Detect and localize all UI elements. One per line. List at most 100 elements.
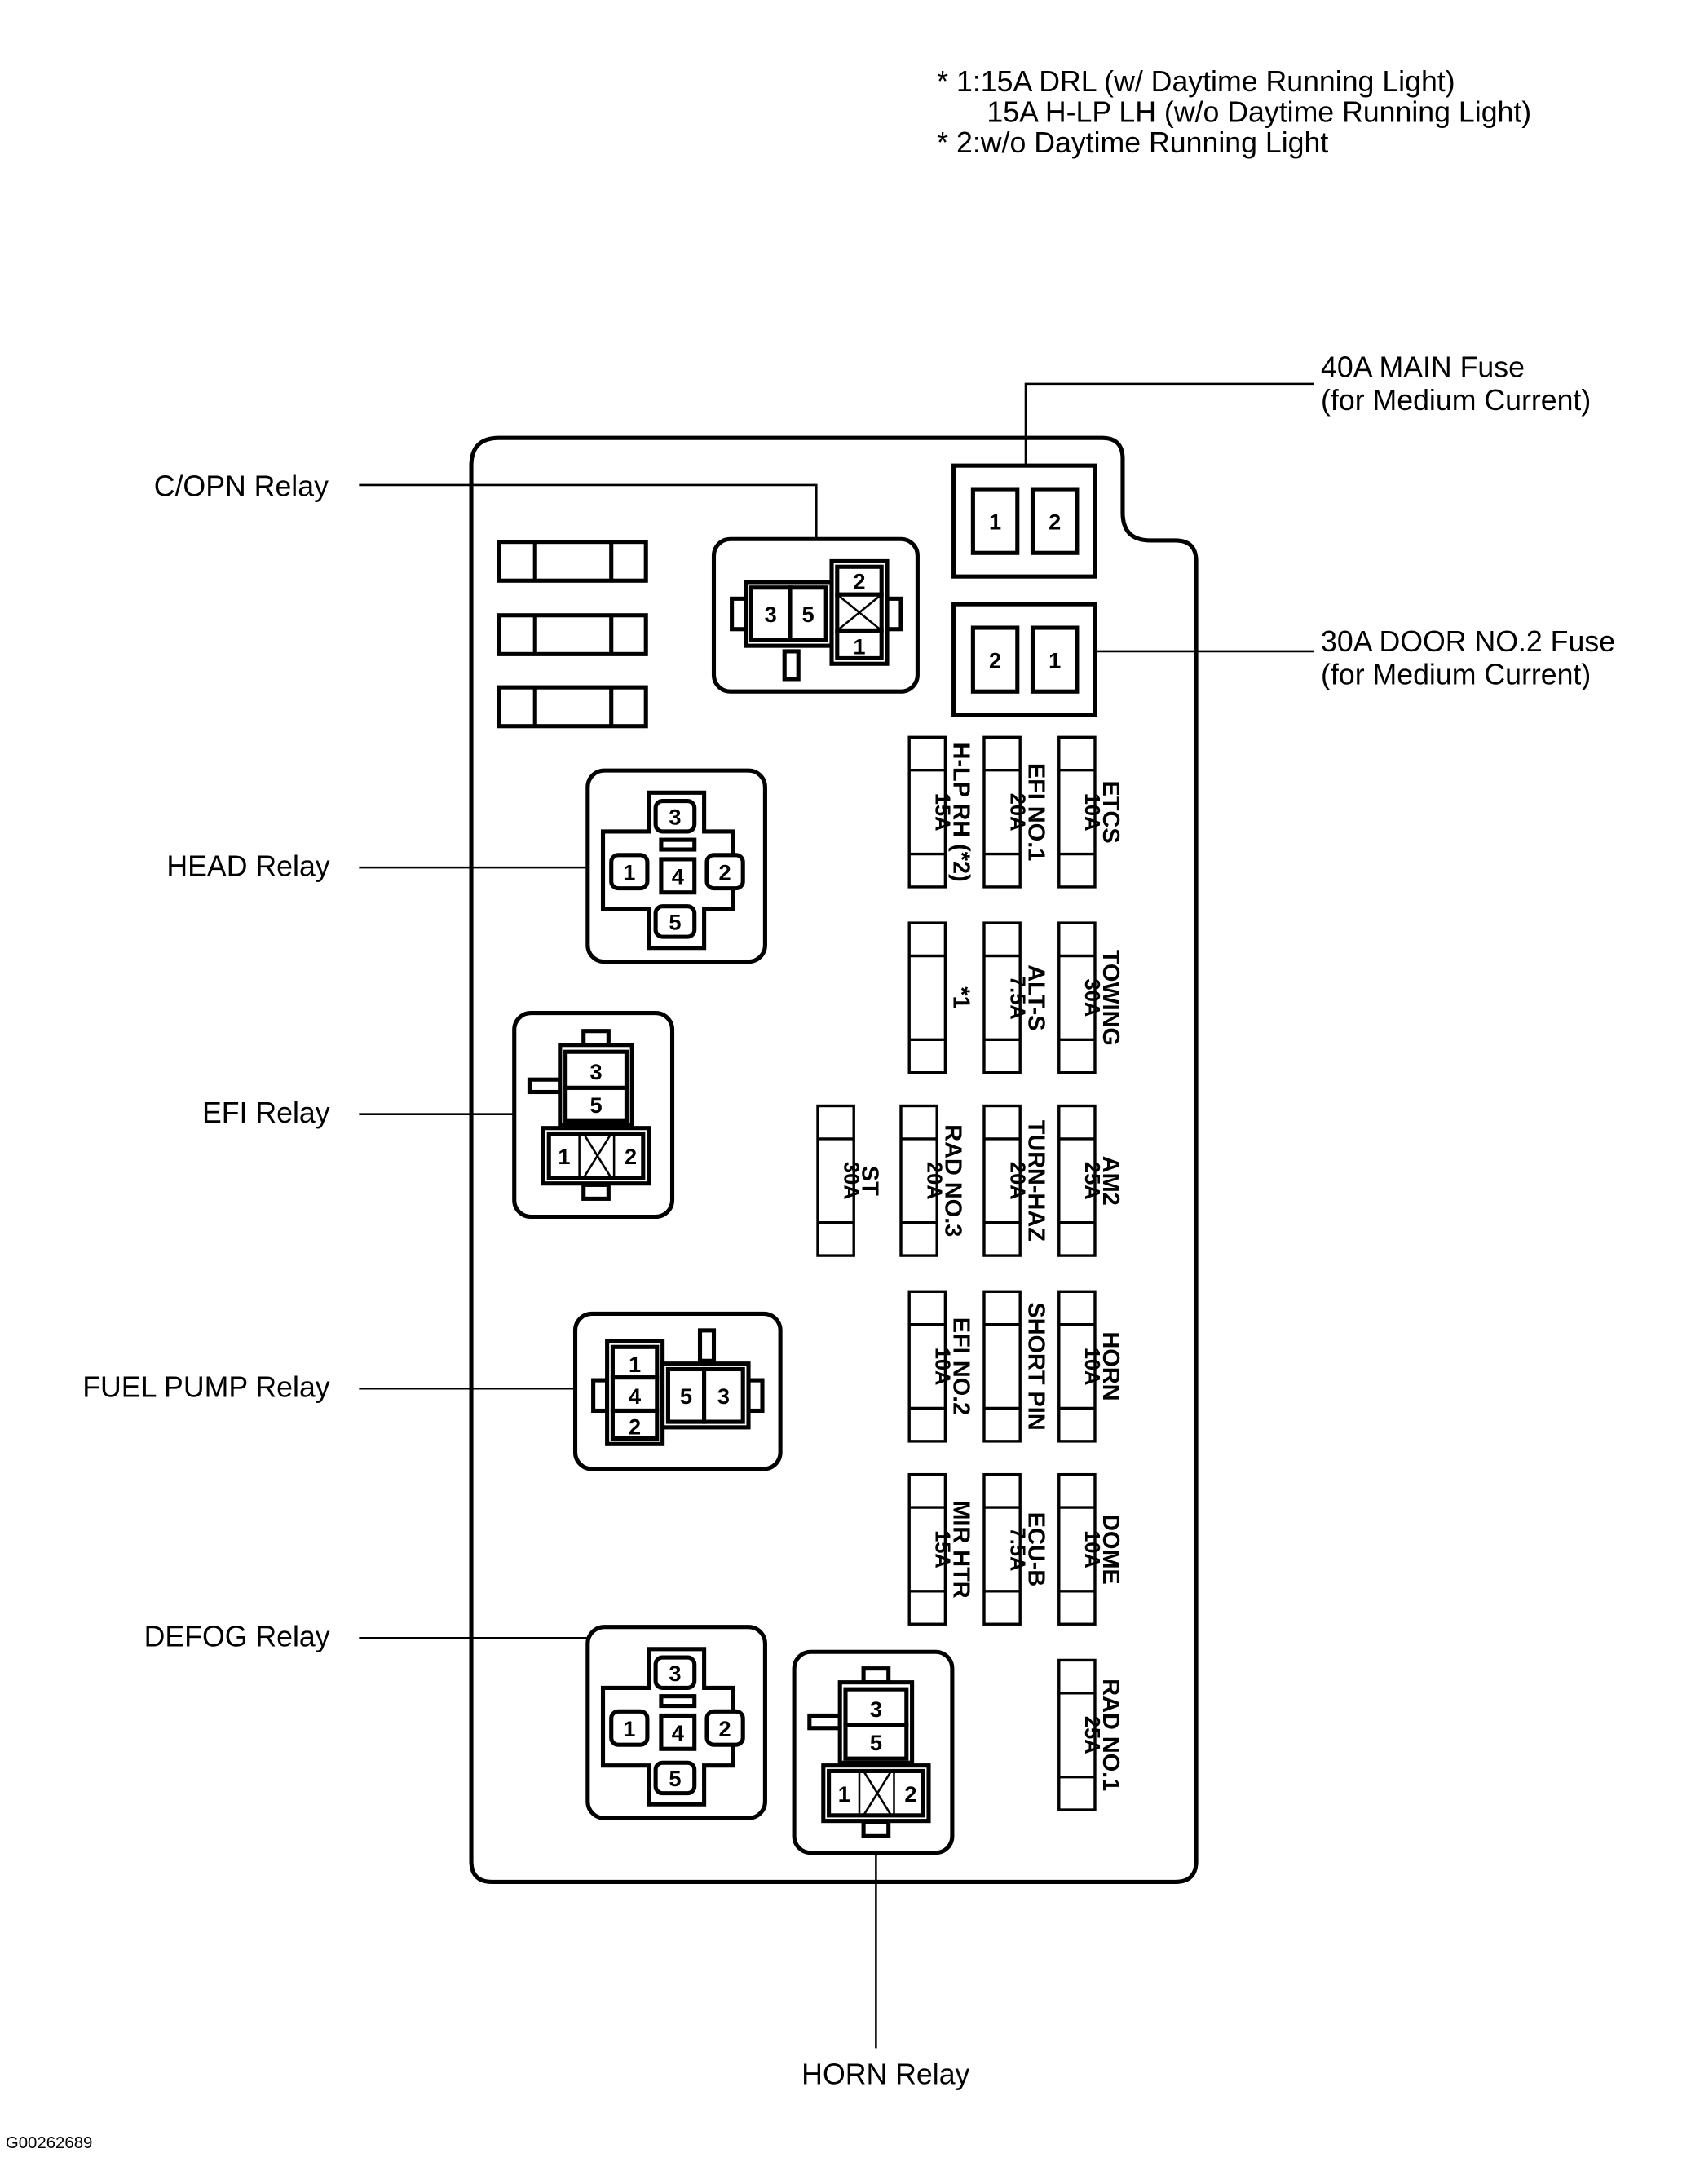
main-fuse-leader [1024,382,1314,466]
svg-text:1: 1 [629,1352,641,1377]
note-1: * 1:15A DRL (w/ Daytime Running Light) [937,65,1455,98]
svg-text:3: 3 [669,804,681,829]
fuse-name: DOME [1097,1514,1124,1585]
fuse-amp: 20A [1005,793,1028,832]
fuse-name: EFI NO.1 [1022,763,1049,861]
copn-relay-label: C/OPN Relay [154,470,329,503]
svg-text:2: 2 [853,568,865,593]
fuse-name: TOWING [1097,950,1124,1046]
svg-text:2: 2 [719,1716,731,1741]
svg-text:5: 5 [669,1766,681,1791]
fuse-name: ST [856,1166,882,1196]
fuse-name: H-LP RH (*2) [948,743,974,882]
svg-text:3: 3 [669,1661,681,1686]
note-2: 15A H-LP LH (w/o Daytime Running Light) [987,96,1531,129]
fuse-name: RAD NO.3 [939,1124,965,1237]
fuse-amp: 10A [1080,1348,1103,1386]
main-fuse: 1 2 [951,463,1097,579]
fuse-amp: 10A [1080,1530,1103,1569]
fuse-name: *1 [948,986,974,1008]
defog-relay-label: DEFOG Relay [144,1620,330,1652]
head-relay-label: HEAD Relay [166,849,329,882]
fuse-name: ETCS [1097,781,1124,844]
efi-relay-label: EFI Relay [202,1096,330,1129]
svg-text:1: 1 [1049,647,1061,673]
fuse-name: ALT-S [1022,964,1049,1030]
svg-text:3: 3 [765,602,777,627]
main-fuse-sublabel: (for Medium Current) [1321,384,1591,417]
horn-relay: 3 5 1 2 [792,1649,955,1855]
fuel-pump-relay: 1 4 2 5 3 [572,1311,783,1471]
svg-text:4: 4 [629,1383,641,1409]
fuse-amp: 30A [839,1162,862,1200]
fuse-name: HORN [1097,1332,1124,1401]
main-fuse-label: 40A MAIN Fuse [1321,351,1525,383]
fuse-name: SHORT PIN [1022,1302,1049,1430]
svg-text:5: 5 [589,1092,602,1118]
fuse-amp: 15A [930,793,953,832]
svg-text:2: 2 [629,1414,641,1439]
fuse-amp: 25A [1080,1716,1103,1754]
svg-text:3: 3 [589,1059,602,1084]
fuel-pump-relay-label: FUEL PUMP Relay [82,1370,330,1403]
svg-text:2: 2 [1049,509,1061,534]
fuse-amp: 10A [1080,793,1103,832]
svg-text:1: 1 [623,1716,635,1741]
svg-text:2: 2 [989,647,1001,673]
fuse-name: RAD NO.1 [1097,1679,1124,1791]
fuse-amp: 20A [1005,1162,1028,1200]
door-fuse: 2 1 [951,602,1097,717]
fuse-short-pin: SHORT PIN [982,1290,1049,1443]
fuse-amp: 10A [930,1348,953,1386]
copn-relay-leader [359,483,818,540]
spare-slots [497,540,648,729]
fuse-name: MIR HTR [948,1500,974,1598]
svg-text:2: 2 [719,859,731,885]
fuse-amp: 20A [922,1162,945,1200]
fuse-amp: 25A [1080,1162,1103,1200]
svg-text:1: 1 [623,859,635,885]
svg-text:1: 1 [558,1144,570,1169]
fuse-amp: 7.5A [1005,1528,1028,1572]
svg-text:1: 1 [853,633,865,659]
efi-relay: 3 5 1 2 [512,1011,675,1220]
fuse-name: ECU-B [1022,1512,1049,1586]
diagram-id: G00262689 [6,2134,93,2152]
svg-text:4: 4 [672,1720,684,1745]
svg-text:5: 5 [802,602,815,627]
note-3: * 2:w/o Daytime Running Light [937,126,1328,159]
svg-text:5: 5 [669,910,681,935]
svg-text:3: 3 [717,1383,730,1409]
fuse-name: EFI NO.2 [948,1317,974,1415]
svg-text:3: 3 [870,1696,882,1722]
defog-relay: 3 1 4 2 5 [585,1625,767,1820]
svg-text:2: 2 [625,1144,637,1169]
fuse-name: TURN-HAZ [1022,1120,1049,1242]
fuse-amp: 7.5A [1005,976,1028,1020]
fuse-name: AM2 [1097,1156,1124,1206]
fuse-drl: *1 [907,921,974,1074]
svg-text:5: 5 [680,1383,692,1409]
svg-text:2: 2 [904,1781,916,1807]
fuse-amp: 30A [1080,979,1103,1017]
svg-text:5: 5 [870,1730,882,1755]
svg-text:4: 4 [672,864,684,889]
door-fuse-label: 30A DOOR NO.2 Fuse [1321,625,1615,658]
fuse-amp: 15A [930,1530,953,1569]
door-fuse-sublabel: (for Medium Current) [1321,659,1591,691]
